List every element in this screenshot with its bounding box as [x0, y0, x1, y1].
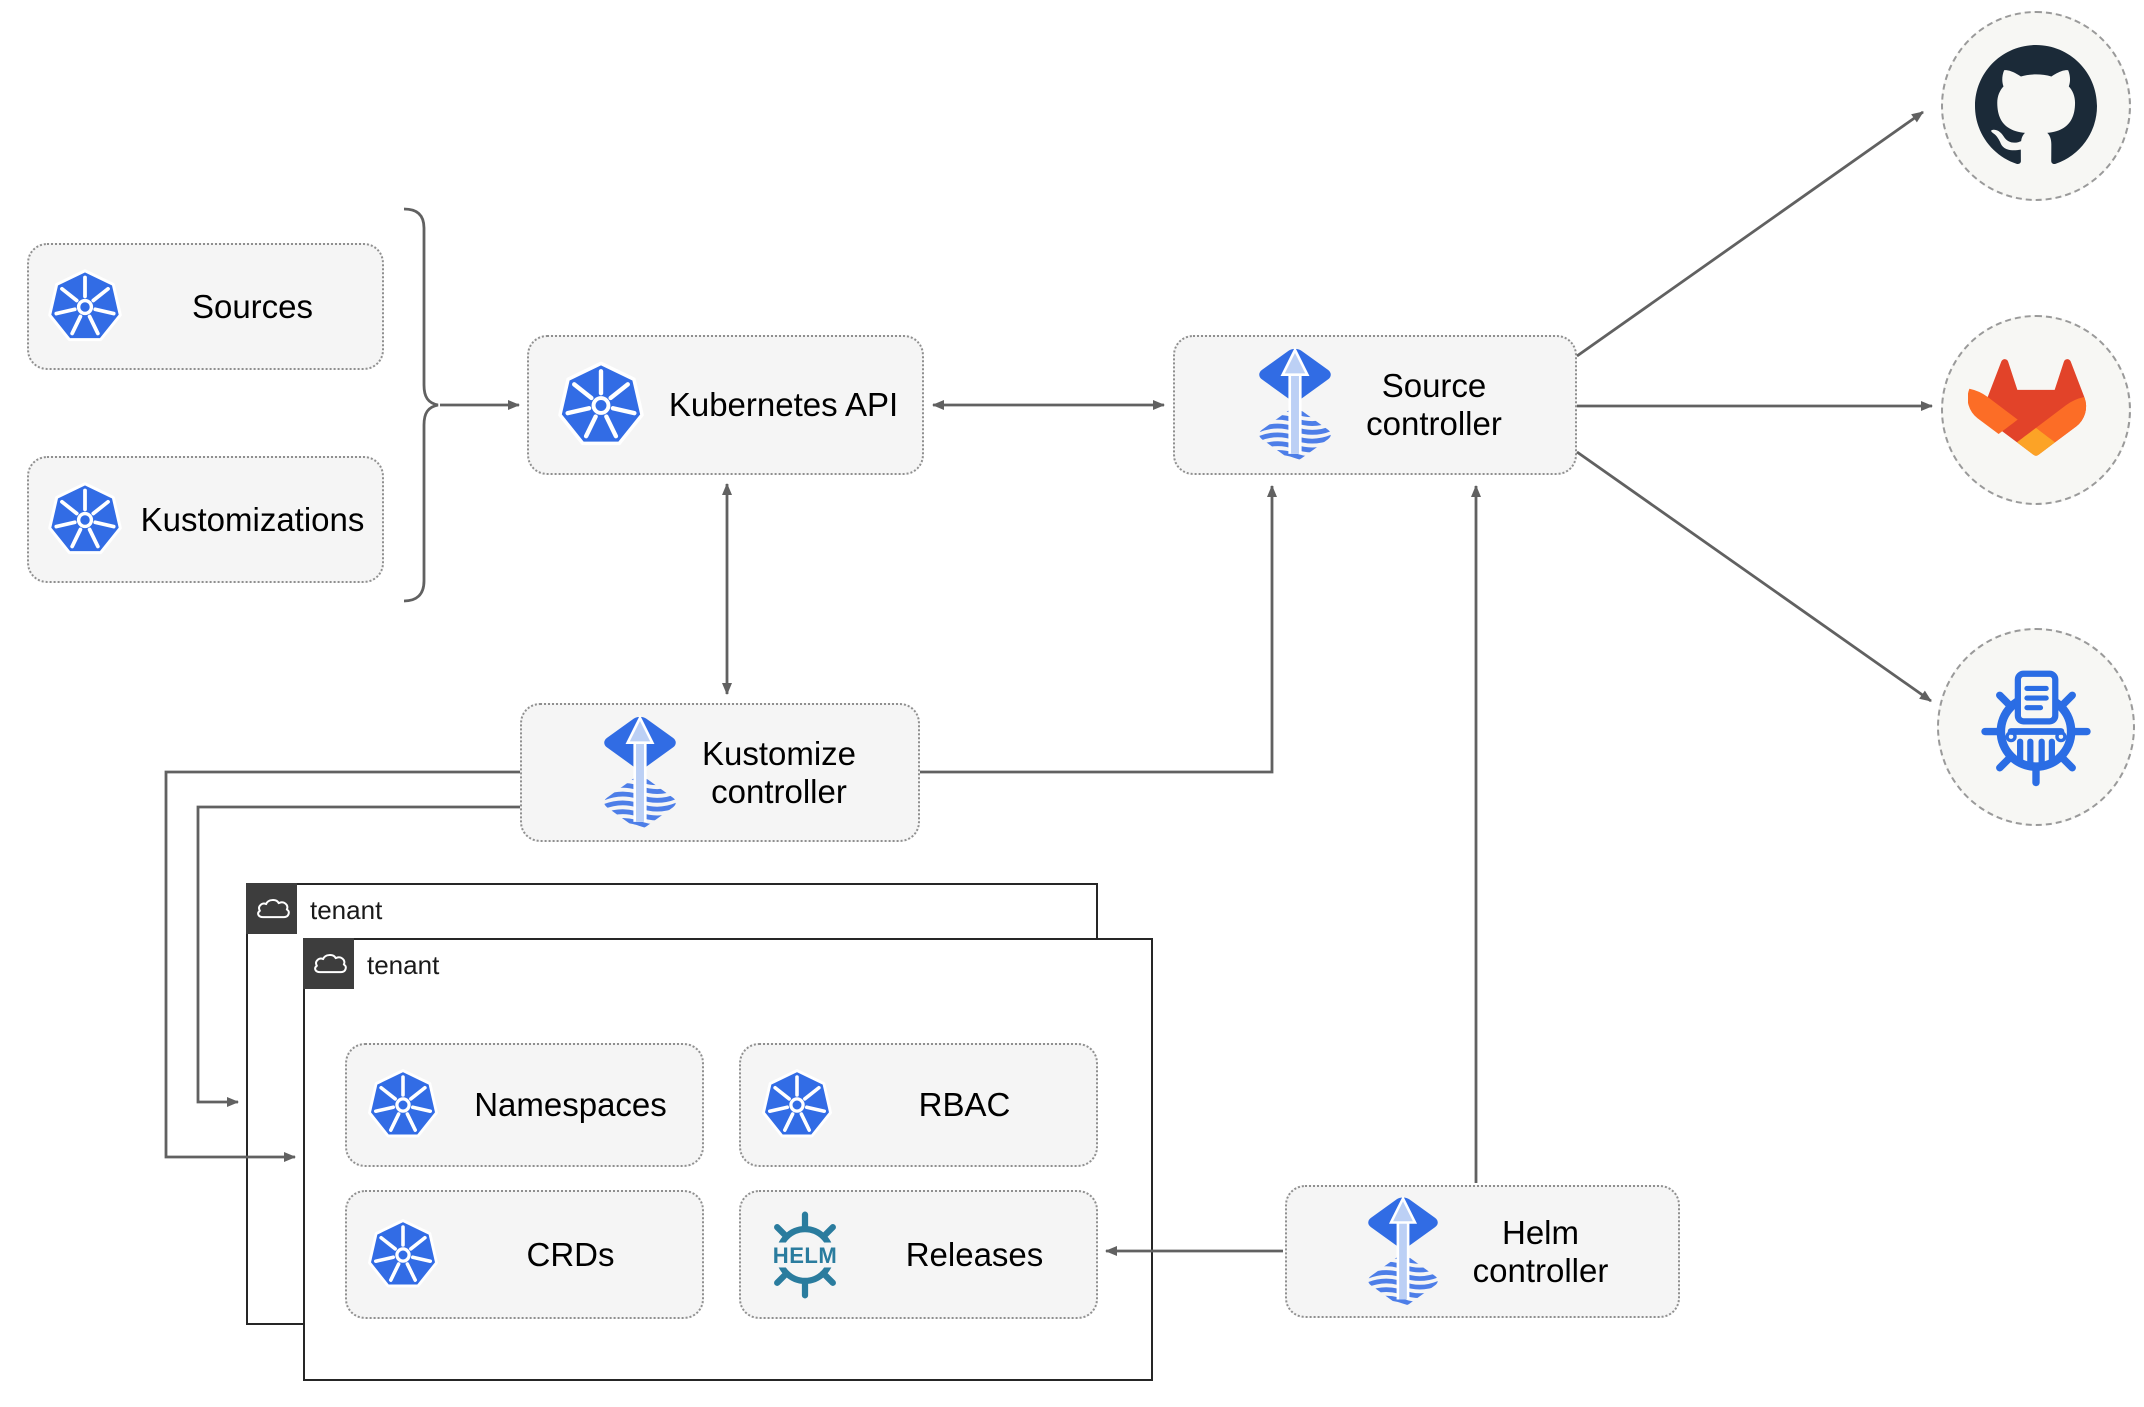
kubernetes-icon — [557, 359, 645, 452]
edge-source-controller-to-chart-repository — [1576, 450, 1932, 703]
helm-controller-node: Helm controller — [1285, 1185, 1680, 1318]
flux-icon — [1251, 341, 1339, 469]
kubernetes-api-label: Kubernetes API — [668, 386, 899, 424]
sources-node: Sources — [27, 243, 384, 370]
tenant-label: tenant — [310, 895, 383, 925]
tenant-tab — [246, 883, 297, 934]
kubernetes-icon — [761, 1067, 833, 1143]
helm-controller-label: Helm controller — [1472, 1213, 1609, 1289]
flux-icon — [596, 709, 684, 837]
flux-icon — [1360, 1190, 1446, 1314]
kubernetes-icon — [47, 480, 123, 560]
releases-node: HELM Releases — [739, 1190, 1098, 1319]
tenant-label: tenant — [367, 950, 440, 980]
edge-bracket — [403, 207, 439, 603]
edge-source-controller-to-github — [1576, 110, 1924, 358]
kubernetes-api-node: Kubernetes API — [527, 335, 924, 475]
rbac-label: RBAC — [918, 1086, 1011, 1124]
crds-label: CRDs — [526, 1235, 615, 1273]
github-octocat-icon — [1975, 45, 2097, 164]
edge-kustomize-controller-to-source-controller — [920, 485, 1277, 774]
namespaces-label: Namespaces — [474, 1086, 667, 1124]
kustomize-controller-label: Kustomize controller — [701, 734, 857, 810]
gitlab-circle — [1941, 315, 2131, 505]
cloud-icon — [311, 951, 347, 977]
helm-icon: HELM — [758, 1211, 852, 1298]
kubernetes-icon — [367, 1067, 439, 1143]
kustomizations-node: Kustomizations — [27, 456, 384, 583]
chart-repository-museum-icon — [1981, 670, 2091, 787]
gitlab-tanuki-icon — [1968, 359, 2087, 456]
kustomizations-label: Kustomizations — [140, 500, 365, 538]
kustomize-controller-node: Kustomize controller — [520, 703, 920, 842]
github-circle — [1941, 11, 2131, 201]
crds-node: CRDs — [345, 1190, 704, 1319]
rbac-node: RBAC — [739, 1043, 1098, 1167]
releases-label: Releases — [905, 1235, 1044, 1273]
sources-label: Sources — [191, 287, 314, 325]
source-controller-node: Source controller — [1173, 335, 1577, 475]
chart-repository-circle — [1937, 628, 2135, 826]
kubernetes-icon — [367, 1217, 439, 1293]
namespaces-node: Namespaces — [345, 1043, 704, 1167]
source-controller-label: Source controller — [1366, 367, 1502, 442]
kubernetes-icon — [47, 267, 123, 347]
tenant-tab — [303, 938, 354, 989]
cloud-icon — [254, 896, 290, 922]
helm-logo-text: HELM — [773, 1243, 837, 1268]
